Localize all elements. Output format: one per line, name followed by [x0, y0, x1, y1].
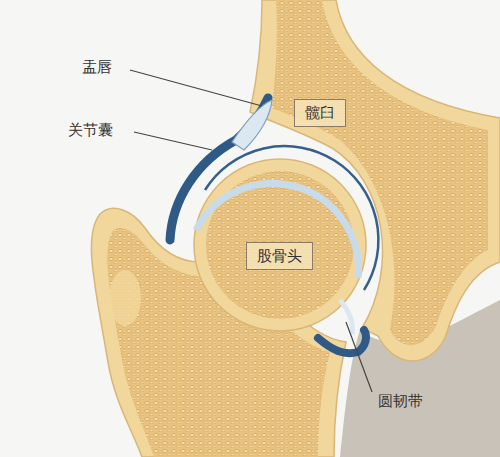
joint-capsule-lower	[318, 330, 366, 353]
leader-line	[346, 322, 372, 392]
ligamentum-teres	[340, 300, 353, 334]
trochanter-area	[109, 270, 141, 326]
part-label: 股骨头	[257, 247, 302, 265]
label-box: 髋臼	[294, 99, 346, 127]
acetabular-labrum	[232, 100, 272, 150]
leader-line	[134, 132, 212, 150]
joint-space	[205, 146, 378, 290]
articular-cartilage	[196, 183, 358, 278]
part-label: 关节囊	[68, 121, 113, 139]
part-label: 圆韧带	[378, 392, 423, 410]
part-label: 盂唇	[82, 58, 112, 76]
part-label: 髋臼	[305, 104, 335, 122]
label-box: 股骨头	[246, 242, 313, 270]
femoral-head-cortex	[194, 159, 366, 331]
leader-line	[130, 70, 262, 106]
